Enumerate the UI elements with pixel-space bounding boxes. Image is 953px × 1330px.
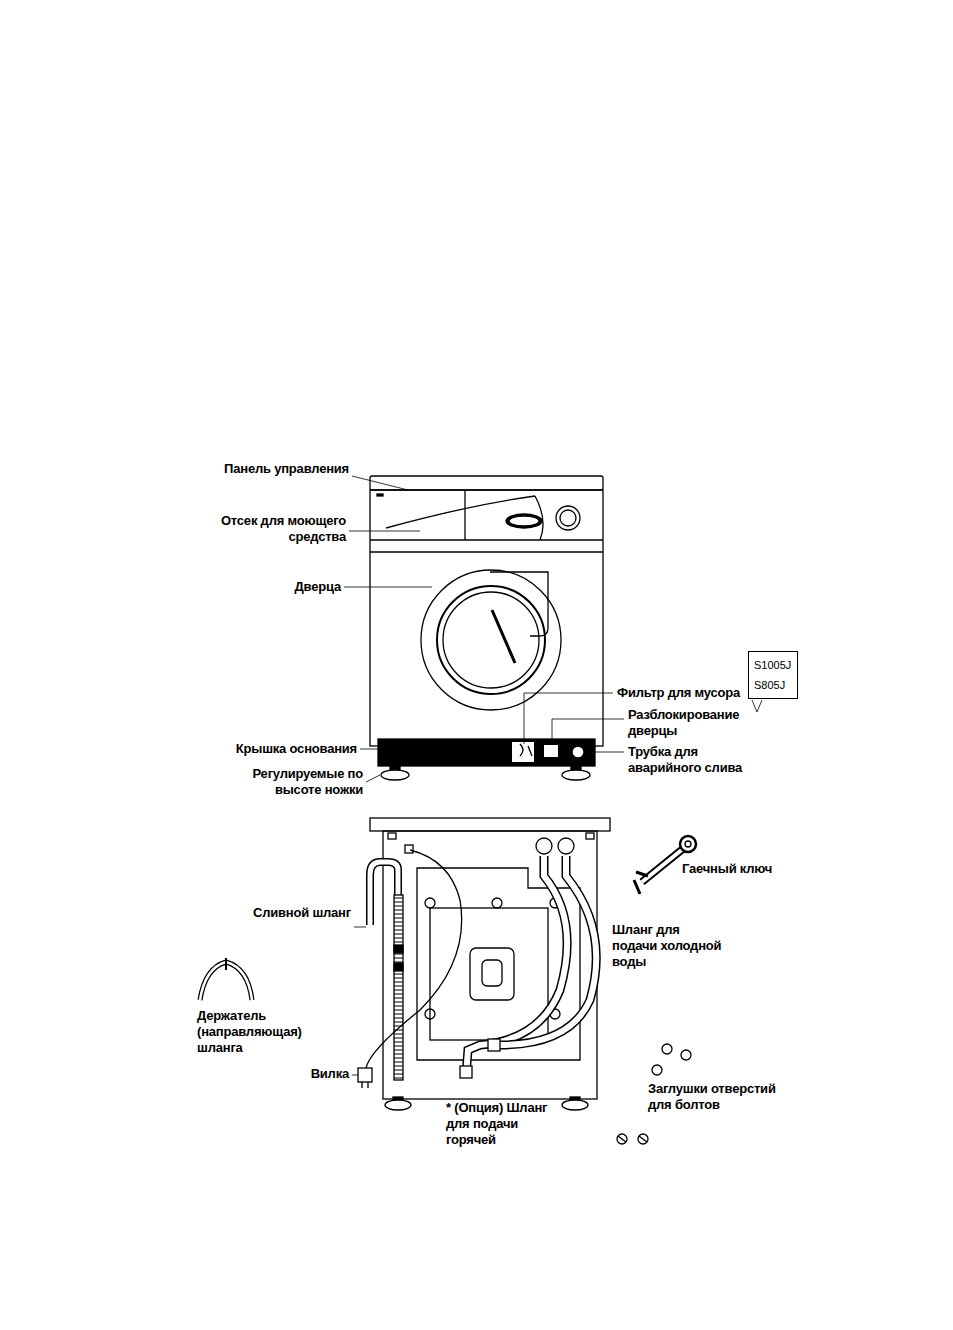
- model-number: S1005J: [754, 655, 792, 675]
- part-label: Дверца: [261, 579, 341, 595]
- part-label: Заглушки отверстий для болтов: [648, 1081, 788, 1113]
- part-label: Держатель (направляющая) шланга: [197, 1008, 302, 1056]
- part-label: Фильтр для мусора: [617, 685, 757, 701]
- model-number: S805J: [754, 675, 792, 695]
- part-label: Гаечный ключ: [682, 861, 802, 877]
- part-label: Трубка для аварийного слива: [628, 744, 758, 776]
- part-label: Панель управления: [179, 461, 349, 477]
- model-callout-box: S1005JS805J: [748, 651, 798, 699]
- part-label: Вилка: [269, 1066, 349, 1082]
- part-label: Шланг для подачи холодной воды: [612, 922, 722, 970]
- part-label: * (Опция) Шланг для подачи горячей: [446, 1100, 561, 1148]
- part-label: Разблокирование дверцы: [628, 707, 753, 739]
- part-label: Сливной шланг: [221, 905, 351, 921]
- part-label: Крышка основания: [207, 741, 357, 757]
- part-label: Регулируемые по высоте ножки: [243, 766, 363, 798]
- part-label: Отсек для моющего средства: [211, 513, 346, 545]
